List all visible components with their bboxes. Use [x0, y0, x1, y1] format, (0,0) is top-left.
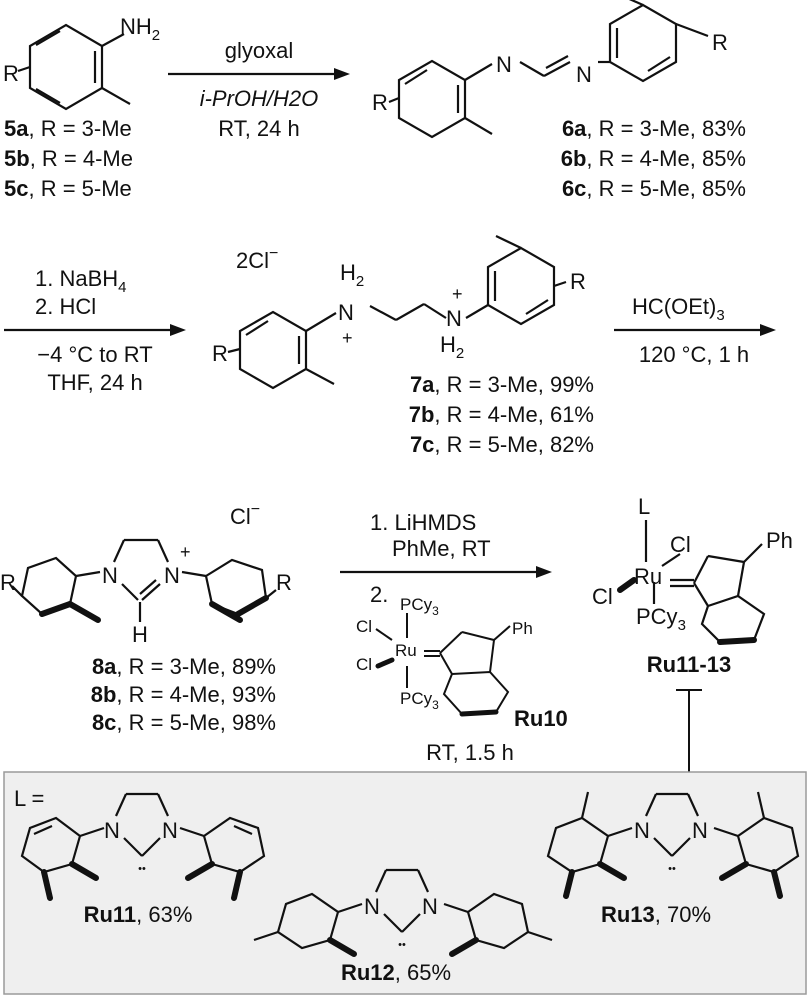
step1-reagent: glyoxal [225, 38, 293, 63]
step2-reagent-1: 1. NaBH4 [35, 266, 127, 296]
ru10-cl-2: Cl [356, 655, 372, 674]
product-6a: 6a, R = 3-Me, 83% [562, 116, 746, 141]
ru-product-l: L [638, 494, 650, 519]
ligand-ru13-n2: N [692, 818, 708, 843]
diammonium-plus-2: + [452, 284, 463, 304]
ligand-ru11-n1: N [104, 818, 120, 843]
ru10-cl-1: Cl [356, 617, 372, 636]
diammonium-structure [227, 235, 567, 390]
diimine-structure [388, 0, 709, 139]
product-list-6: 6a, R = 3-Me, 83% 6b, R = 4-Me, 85% 6c, … [561, 116, 746, 201]
reactant-5b: 5b, R = 4-Me [4, 146, 133, 171]
reactant-5c: 5c, R = 5-Me [4, 176, 132, 201]
ru-product-cl-1: Cl [670, 532, 691, 557]
diammonium-h2-bottom: H2 [440, 332, 464, 362]
product-list-7: 7a, R = 3-Me, 99% 7b, R = 4-Me, 61% 7c, … [409, 372, 594, 457]
step4-reagent-1b: PhMe, RT [392, 536, 491, 561]
reaction-arrow-4 [340, 566, 552, 578]
ligand-prefix: L = [14, 786, 44, 811]
product-7b: 7b, R = 4-Me, 61% [409, 402, 594, 427]
ru-product-ru: Ru [634, 564, 662, 589]
ligand-ru12-carbene: •• [398, 939, 406, 951]
step2-conditions-2: THF, 24 h [47, 370, 142, 395]
ligand-ru13-carbene: •• [668, 863, 676, 875]
ligand-ru11-carbene: •• [138, 863, 146, 875]
step4-reagent-1: 1. LiHMDS [370, 510, 476, 535]
product-6b: 6b, R = 4-Me, 85% [561, 146, 746, 171]
product-7a: 7a, R = 3-Me, 99% [410, 372, 594, 397]
ru-product-pcy3: PCy3 [636, 604, 686, 634]
reaction-arrow-2 [4, 324, 186, 336]
diimine-n1-label: N [496, 52, 512, 77]
diimine-r-right-label: R [712, 30, 728, 55]
salt-8b: 8b, R = 4-Me, 93% [91, 682, 276, 707]
ru-product-label: Ru11-13 [647, 652, 731, 677]
ru10-pcy3-top: PCy3 [400, 595, 439, 618]
ligand-ru13-bold-bonds [563, 861, 783, 899]
step2-reagent-2: 2. HCl [35, 294, 96, 319]
imidazolinium-n2: N [164, 563, 180, 588]
step1-conditions: RT, 24 h [218, 116, 300, 141]
aniline-nh2-label: NH2 [120, 14, 160, 44]
imidazolinium-bold-bonds [39, 595, 269, 623]
ligand-ru12-n2: N [422, 894, 438, 919]
ligand-ru13-n1: N [634, 818, 650, 843]
ligand-ru11-bold-bonds [41, 861, 243, 901]
ligand-ru11-n2: N [162, 818, 178, 843]
ru-product-cl-2: Cl [592, 584, 613, 609]
salt-8a: 8a, R = 3-Me, 89% [92, 654, 276, 679]
ligand-ru12-label: Ru12, 65% [341, 960, 451, 985]
aniline-structure [17, 23, 131, 111]
reaction-arrow-1 [168, 68, 350, 80]
step3-conditions: 120 °C, 1 h [639, 342, 749, 367]
ligand-ru12-bold-bonds [327, 937, 479, 957]
ligand-link-bracket [676, 689, 702, 772]
ligand-ru12-n1: N [364, 894, 380, 919]
reaction-arrow-3 [614, 324, 776, 336]
reactant-list: 5a, R = 3-Me 5b, R = 4-Me 5c, R = 5-Me [4, 116, 133, 201]
ru-product-bold-bonds [617, 577, 757, 645]
ru10-ph: Ph [512, 619, 533, 638]
diammonium-counterion: 2Cl− [236, 245, 278, 273]
salt-8c: 8c, R = 5-Me, 98% [92, 710, 276, 735]
step2-conditions-1: −4 °C to RT [37, 342, 152, 367]
imidazolinium-plus: + [180, 542, 191, 562]
aniline-r-label: R [3, 61, 19, 86]
imidazolinium-counterion: Cl− [230, 501, 260, 529]
diimine-r-left-label: R [372, 90, 388, 115]
diammonium-n1: N [338, 300, 354, 325]
product-list-8: 8a, R = 3-Me, 89% 8b, R = 4-Me, 93% 8c, … [91, 654, 276, 735]
ru-product-ph: Ph [766, 528, 793, 553]
ru10-structure [375, 613, 511, 716]
product-6c: 6c, R = 5-Me, 85% [562, 176, 746, 201]
ru10-label: Ru10 [514, 706, 568, 731]
step4-reagent-2: 2. [370, 582, 388, 607]
ru10-pcy3-bottom: PCy3 [400, 689, 439, 712]
diammonium-r-left: R [212, 341, 228, 366]
imidazolinium-r-right: R [276, 570, 292, 595]
diammonium-r-right: R [570, 269, 586, 294]
diammonium-plus-1: + [342, 328, 353, 348]
imidazolinium-r-left: R [0, 570, 16, 595]
product-7c: 7c, R = 5-Me, 82% [410, 432, 594, 457]
imidazolinium-h: H [132, 622, 148, 647]
imidazolinium-n1: N [102, 563, 118, 588]
ligand-ru13-label: Ru13, 70% [601, 902, 711, 927]
step3-reagent: HC(OEt)3 [632, 294, 725, 324]
ligand-panel [3, 771, 807, 995]
step4-conditions: RT, 1.5 h [426, 740, 514, 765]
diammonium-n2: N [446, 306, 462, 331]
ru10-bold-bonds [375, 657, 499, 717]
ru10-ru: Ru [395, 641, 417, 660]
diammonium-h2-top: H2 [340, 260, 364, 290]
ligand-ru11-label: Ru11, 63% [84, 902, 193, 927]
diimine-n2-label: N [576, 62, 592, 87]
reactant-5a: 5a, R = 3-Me [4, 116, 132, 141]
step1-solvent: i-PrOH/H2O [200, 86, 319, 111]
